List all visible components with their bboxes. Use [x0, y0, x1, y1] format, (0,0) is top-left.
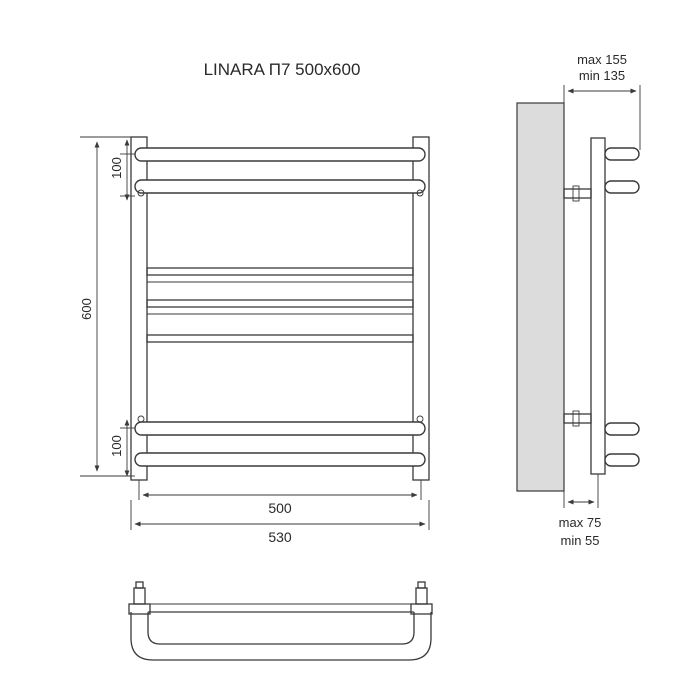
dimension-label-offset-max: max 75 — [559, 515, 602, 530]
dimension-label-500: 500 — [268, 500, 292, 516]
side-post — [590, 137, 606, 475]
dimension-label-depth-min: min 135 — [579, 68, 625, 83]
drawing-title: LINARA П7 500x600 — [204, 60, 361, 79]
side-bar-top-1 — [604, 147, 640, 161]
side-view: max 155 min 135 max 75 min 55 — [516, 52, 641, 548]
dimension-label-top-100: 100 — [109, 157, 124, 179]
middle-bar-1 — [146, 267, 414, 276]
bottom-bar-2 — [134, 452, 426, 467]
bottom-bar-1 — [134, 421, 426, 436]
wall — [516, 102, 565, 492]
top-mount — [563, 188, 592, 199]
dimension-label-offset-min: min 55 — [560, 533, 599, 548]
top-view-inner-pipe — [147, 612, 415, 645]
dimension-label-depth-max: max 155 — [577, 52, 627, 67]
side-bar-top-2 — [604, 180, 640, 194]
dimension-label-bottom-100: 100 — [109, 435, 124, 457]
top-bar-2 — [134, 179, 426, 194]
side-bar-bottom-2 — [604, 453, 640, 467]
top-view-outer-pipe — [130, 612, 432, 661]
dimension-label-600: 600 — [79, 298, 94, 320]
dimension-label-530: 530 — [268, 529, 292, 545]
front-view: 600 100 100 500 530 — [79, 136, 430, 545]
top-view — [128, 581, 433, 661]
bottom-mount — [563, 413, 592, 424]
left-connector — [128, 603, 151, 615]
middle-bar-2 — [146, 299, 414, 308]
side-bar-bottom-1 — [604, 422, 640, 436]
top-bar-1 — [134, 147, 426, 162]
middle-bar-3 — [146, 334, 414, 343]
